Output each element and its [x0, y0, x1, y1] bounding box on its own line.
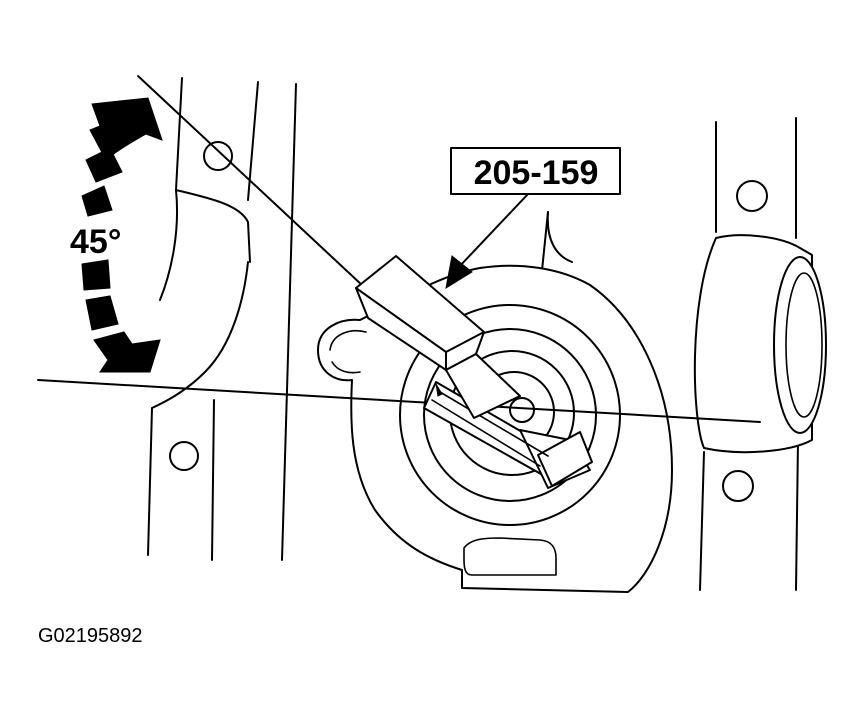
lower-bolt-hole — [169, 441, 199, 471]
shaft-center — [509, 397, 535, 423]
callout-leader-line — [457, 193, 529, 269]
seal-outer-ring — [399, 304, 621, 526]
reference-line-rotated — [137, 75, 379, 301]
rotation-arrow-icon — [81, 97, 163, 373]
special-tool — [355, 255, 593, 489]
reference-line-horizontal — [37, 379, 761, 423]
housing-tab — [463, 537, 557, 576]
figure-id: G02195892 — [38, 625, 143, 647]
rotation-angle-label: 45° — [70, 223, 121, 261]
shaft-end — [773, 256, 827, 434]
tool-number-label: 205-159 — [474, 154, 599, 192]
upper-bolt-hole — [203, 141, 233, 171]
left-bracket — [147, 77, 297, 561]
right-bracket — [693, 117, 827, 591]
callout-arrowhead — [445, 255, 473, 290]
reference-lines — [37, 75, 761, 423]
right-lower-bolt-hole — [722, 470, 754, 502]
seal-middle-ring — [423, 328, 597, 502]
right-upper-bolt-hole — [736, 180, 768, 212]
tool-callout: 205-159 — [445, 147, 621, 290]
callout-box — [450, 147, 621, 195]
